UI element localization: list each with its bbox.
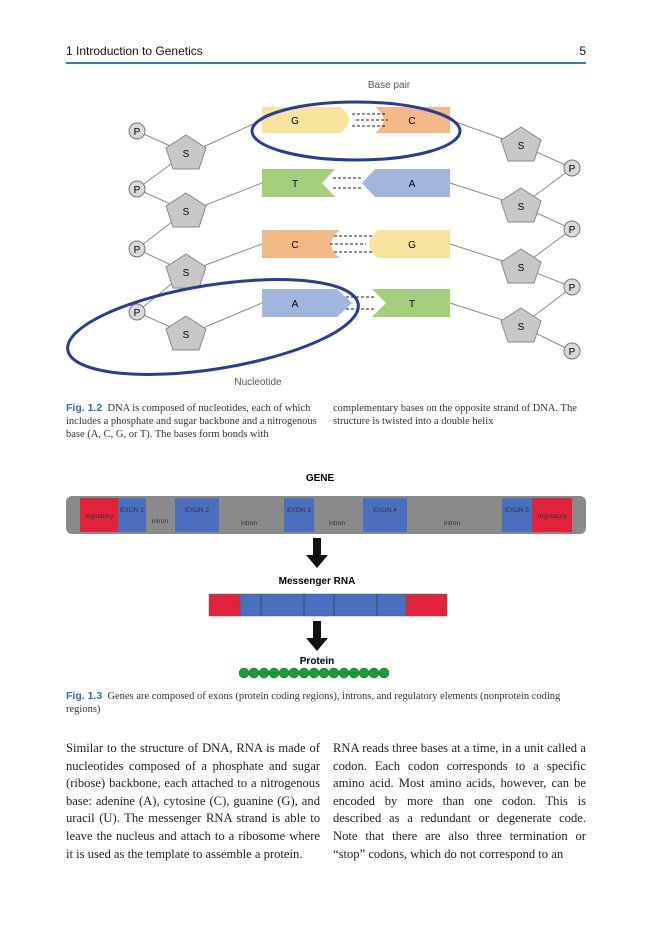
sugar-label: S — [183, 330, 190, 341]
caption-text: Genes are composed of exons (protein cod… — [66, 691, 561, 715]
sugar-label: S — [183, 207, 190, 218]
segment-label: EXON 4 — [373, 507, 397, 514]
right-phosphates: P P P P — [563, 159, 581, 360]
nucleotide-highlight-ellipse — [66, 278, 360, 376]
regulatory-region-left — [80, 498, 118, 532]
phosphate-circle — [563, 342, 581, 360]
sugar-label: S — [183, 149, 190, 160]
sugar-pentagon — [165, 192, 207, 228]
segment-label: intron — [444, 520, 461, 527]
body-text-column-2: RNA reads three bases at a time, in a un… — [333, 741, 586, 861]
guanine-base — [369, 230, 450, 258]
base-pair-row-3: C G — [262, 230, 450, 258]
right-sugars: S S S S — [500, 126, 542, 343]
base-letter: G — [408, 240, 416, 251]
segment-label: EXON 3 — [287, 507, 311, 514]
gene-title: GENE — [306, 473, 335, 484]
exon-4 — [363, 498, 407, 532]
phosphate-circle — [128, 180, 146, 198]
thymine-base — [262, 169, 335, 197]
phosphate-label: P — [569, 164, 576, 175]
phosphate-label: P — [569, 225, 576, 236]
fig-1-2-caption-col2: complementary bases on the opposite stra… — [333, 403, 577, 427]
left-sugars: S S S S — [165, 134, 207, 351]
segment-label: EXON 2 — [185, 507, 209, 514]
phosphate-circle — [563, 220, 581, 238]
segment-label: intron — [241, 520, 258, 527]
base-letter: C — [408, 116, 415, 127]
sugar-pentagon — [500, 307, 542, 343]
phosphate-circle — [563, 159, 581, 177]
cytosine-base — [375, 107, 450, 133]
adenine-base — [262, 289, 352, 317]
body-text-column-1: Similar to the structure of DNA, RNA is … — [66, 741, 320, 861]
dna-structure-diagram: P P P P S S S S S S S S P P P P — [66, 80, 581, 388]
protein-chain — [238, 667, 390, 679]
down-arrow-icon — [306, 621, 328, 651]
guanine-base — [262, 107, 349, 133]
sugar-label: S — [518, 202, 525, 213]
thymine-base — [372, 289, 450, 317]
phosphate-label: P — [134, 245, 141, 256]
sugar-label: S — [518, 322, 525, 333]
page-number: 5 — [579, 44, 586, 58]
down-arrow-icon — [306, 538, 328, 568]
base-pair-highlight-ellipse — [250, 100, 462, 162]
exon-1 — [118, 498, 146, 532]
running-header: 1 Introduction to Genetics 5 — [66, 44, 586, 60]
base-letter: A — [292, 299, 299, 310]
base-pair-label: Base pair — [368, 80, 411, 91]
sugar-pentagon — [165, 134, 207, 170]
chapter-title: 1 Introduction to Genetics — [66, 44, 203, 58]
base-letter: T — [292, 179, 298, 190]
cytosine-base — [262, 230, 340, 258]
sugar-pentagon — [500, 126, 542, 162]
phosphate-circle — [128, 122, 146, 140]
caption-text: DNA is composed of nucleotides, each of … — [66, 403, 317, 440]
sugar-pentagon — [165, 315, 207, 351]
gene-expression-diagram: GENE regulatory EXON 1 intron EXON 2 int… — [66, 473, 586, 679]
fig-1-3-caption: Fig. 1.3 Genes are composed of exons (pr… — [66, 690, 586, 716]
phosphate-circle — [128, 303, 146, 321]
segment-label: intron — [329, 520, 346, 527]
segment-label: regulatory — [538, 513, 568, 520]
left-phosphates: P P P P — [128, 122, 146, 321]
exon-5 — [502, 498, 532, 532]
header-rule — [66, 62, 586, 64]
protein-label: Protein — [300, 656, 334, 667]
phosphate-circle — [563, 278, 581, 296]
sugar-pentagon — [500, 187, 542, 223]
sugar-label: S — [518, 141, 525, 152]
sugar-label: S — [183, 268, 190, 279]
adenine-base — [362, 169, 450, 197]
phosphate-label: P — [569, 283, 576, 294]
segment-label: EXON 5 — [505, 507, 529, 514]
base-pair-row-2: T A — [262, 169, 450, 197]
exon-3 — [284, 498, 314, 532]
exon-2 — [175, 498, 219, 532]
base-letter: T — [409, 299, 415, 310]
segment-label: EXON 1 — [120, 507, 144, 514]
fig-1-2-caption-col1: Fig. 1.2 DNA is composed of nucleotides,… — [66, 402, 321, 441]
base-letter: A — [409, 179, 416, 190]
phosphate-label: P — [134, 127, 141, 138]
phosphate-label: P — [134, 308, 141, 319]
nucleotide-label: Nucleotide — [234, 377, 282, 388]
mrna-label: Messenger RNA — [279, 576, 356, 587]
sugar-label: S — [518, 263, 525, 274]
mrna-strand — [208, 593, 448, 617]
sugar-pentagon — [500, 248, 542, 284]
phosphate-circle — [128, 240, 146, 258]
segment-label: regulatory — [85, 513, 115, 520]
base-pair-row-1: G C — [262, 107, 450, 133]
base-letter: G — [291, 116, 299, 127]
figure-label: Fig. 1.2 — [66, 402, 103, 414]
figure-label: Fig. 1.3 — [66, 690, 103, 702]
base-pair-row-4: A T — [262, 289, 450, 317]
phosphate-label: P — [134, 185, 141, 196]
phosphate-label: P — [569, 347, 576, 358]
regulatory-region-right — [532, 498, 572, 532]
base-letter: C — [291, 240, 298, 251]
segment-label: intron — [152, 518, 169, 525]
